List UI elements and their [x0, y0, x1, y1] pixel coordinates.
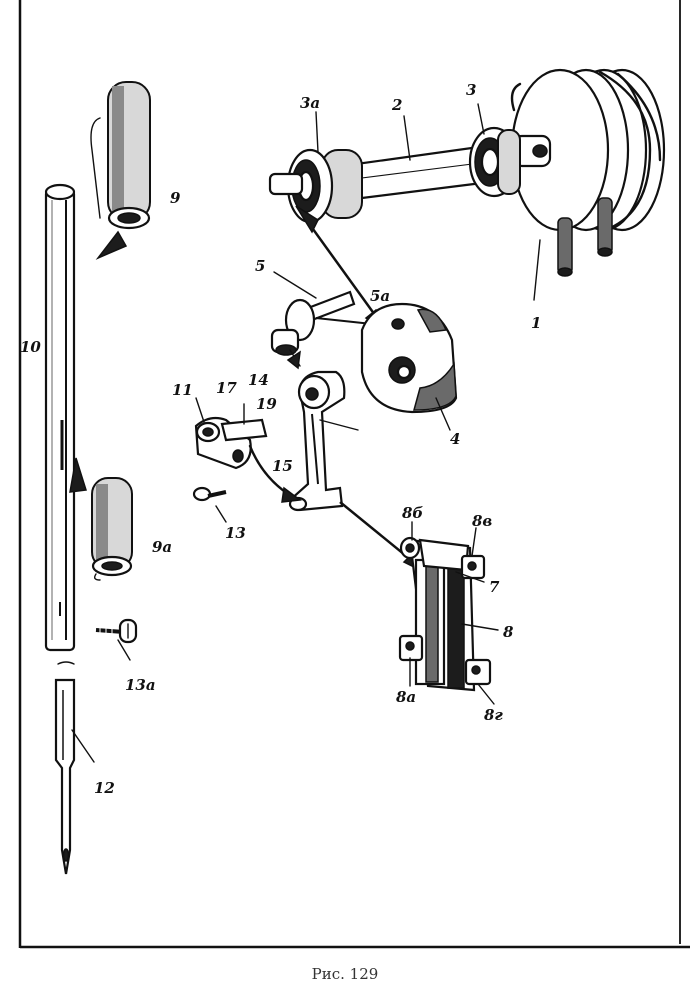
label-8b: 8б — [402, 504, 423, 522]
label-17: 17 — [216, 379, 237, 397]
crank-pin-part-5 — [270, 271, 373, 370]
label-11: 11 — [172, 381, 193, 399]
label-10: 10 — [20, 338, 41, 356]
part-labels: 1 2 3 3а 4 5 5а 7 8 8а 8б 8в 8г 9 9а 10 … — [20, 81, 541, 797]
label-7: 7 — [489, 578, 500, 596]
slide-guide-part-8 — [398, 521, 499, 705]
label-2: 2 — [391, 96, 402, 114]
pulley-part-1 — [510, 68, 666, 301]
clamp-part-11 — [194, 397, 268, 470]
frame-border — [18, 0, 690, 949]
label-1: 1 — [531, 314, 541, 332]
label-19: 19 — [256, 395, 277, 413]
label-14: 14 — [248, 371, 269, 389]
label-3: 3 — [466, 81, 476, 99]
label-9a: 9а — [152, 538, 172, 556]
label-4: 4 — [450, 430, 460, 448]
screw-part-13 — [192, 486, 227, 523]
label-9: 9 — [170, 189, 181, 207]
eccentric-cam-part-4 — [360, 302, 458, 431]
connecting-rod-part-19 — [288, 370, 359, 512]
main-shaft-assembly — [268, 68, 666, 301]
screw-part-13a — [95, 618, 138, 661]
lower-sleeve-part-9a — [69, 457, 133, 581]
label-8: 8 — [503, 623, 514, 641]
needle-bar-part-10 — [44, 183, 76, 652]
label-13: 13 — [225, 524, 246, 542]
bearing-part-3a — [268, 111, 363, 224]
label-15: 15 — [272, 457, 293, 475]
shaft-part-2 — [340, 115, 492, 202]
upper-sleeve-part-9 — [90, 81, 151, 260]
label-5a: 5а — [370, 287, 390, 305]
figure-caption: Рис. 129 — [311, 965, 379, 983]
bearing-part-3 — [468, 103, 521, 198]
label-8g: 8г — [484, 706, 503, 724]
label-12: 12 — [94, 779, 115, 797]
label-3a: 3а — [300, 94, 320, 112]
needle-part-12 — [54, 661, 95, 875]
label-8v: 8в — [472, 512, 492, 530]
label-5: 5 — [255, 257, 265, 275]
label-13a: 13а — [125, 676, 156, 694]
label-8a: 8а — [396, 688, 416, 706]
